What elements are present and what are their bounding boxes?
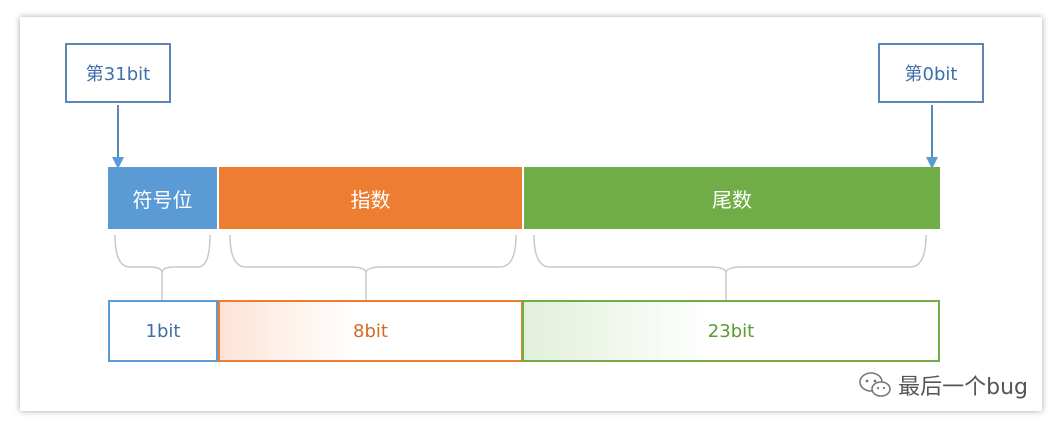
- diagram-canvas: 第31bit 第0bit 符号位 指数 尾数 1bit 8bit 23bit 最…: [20, 17, 1042, 411]
- size-sign-text: 1bit: [145, 320, 181, 342]
- segment-sign: 符号位: [108, 167, 217, 229]
- brace-sign: [114, 234, 211, 274]
- segment-exponent-label: 指数: [350, 187, 391, 212]
- bit31-text: 第31bit: [85, 64, 151, 85]
- size-box-mantissa: 23bit: [522, 300, 940, 362]
- size-box-exponent: 8bit: [218, 300, 523, 362]
- brace-mantissa: [533, 234, 927, 274]
- brace-exponent: [229, 234, 517, 274]
- size-exponent-text: 8bit: [353, 320, 388, 342]
- segment-sign-label: 符号位: [132, 187, 193, 212]
- bit31-label: 第31bit: [65, 43, 171, 103]
- segment-exponent: 指数: [219, 167, 522, 229]
- size-mantissa-text: 23bit: [707, 320, 755, 342]
- bit0-text: 第0bit: [904, 64, 958, 85]
- watermark: 最后一个bug: [858, 369, 1028, 401]
- segment-mantissa-label: 尾数: [712, 187, 752, 212]
- segment-mantissa: 尾数: [524, 167, 940, 229]
- size-box-sign: 1bit: [108, 300, 218, 362]
- bit0-label: 第0bit: [878, 43, 984, 103]
- wechat-icon: [859, 372, 891, 397]
- watermark-text: 最后一个bug: [898, 375, 1028, 400]
